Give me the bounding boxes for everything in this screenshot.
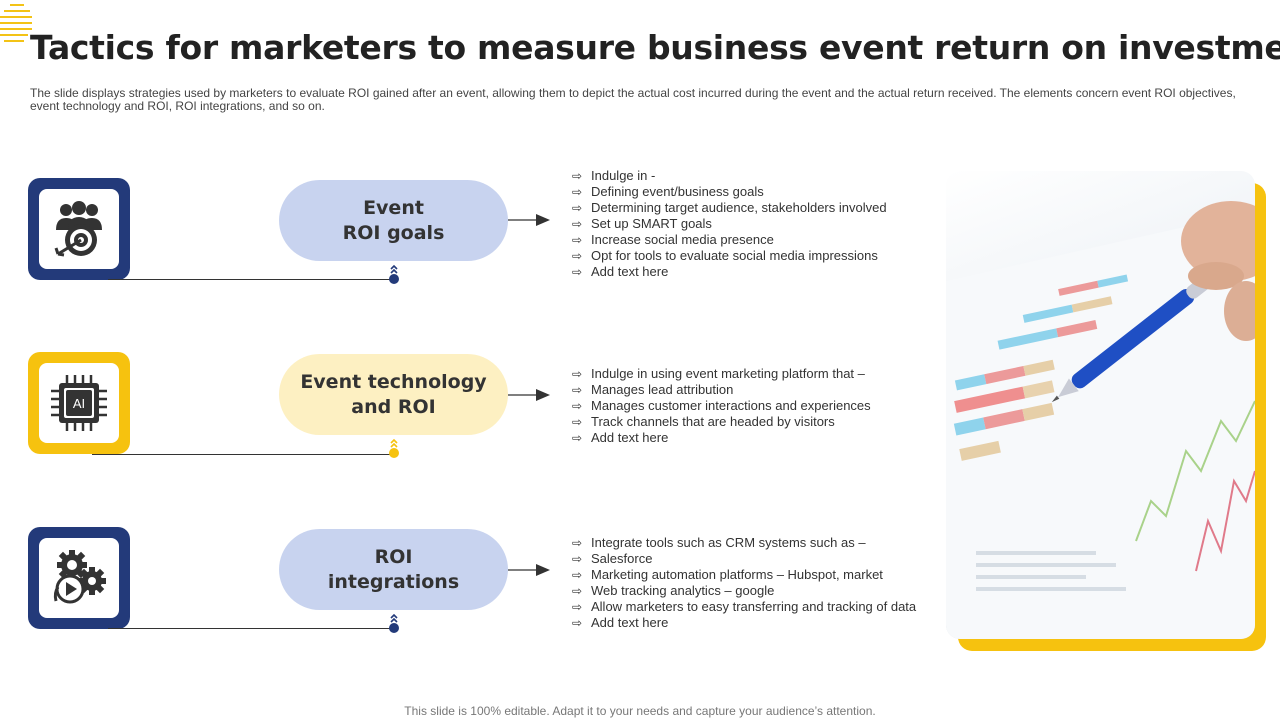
arrow-right-icon: [508, 389, 550, 401]
bullet-item: ⇨Add text here: [572, 430, 669, 445]
arrow-bullet-icon: ⇨: [572, 616, 583, 630]
bullet-item: ⇨Defining event/business goals: [572, 184, 764, 199]
arrow-bullet-icon: ⇨: [572, 265, 583, 279]
bullet-item: ⇨Marketing automation platforms – Hubspo…: [572, 567, 883, 582]
icon-box-event-technology: AI: [28, 352, 130, 454]
bullet-item: ⇨Integrate tools such as CRM systems suc…: [572, 535, 866, 550]
bullet-list-event-roi-goals: ⇨Indulge in - ⇨Defining event/business g…: [572, 168, 887, 280]
target-audience-icon: [54, 201, 102, 257]
arrow-right-icon: [508, 214, 550, 226]
connector-line: [108, 628, 395, 629]
pill-line: ROI: [374, 545, 413, 568]
bullet-item: ⇨Manages lead attribution: [572, 382, 734, 397]
chevron-up-icon: [390, 613, 398, 623]
arrow-right-icon: [508, 564, 550, 576]
gears-play-icon: [53, 550, 106, 604]
bullet-item: ⇨Add text here: [572, 264, 669, 279]
bullet-item: ⇨Indulge in using event marketing platfo…: [572, 366, 865, 381]
arrow-bullet-icon: ⇨: [572, 169, 583, 183]
bullet-item: ⇨Opt for tools to evaluate social media …: [572, 248, 878, 263]
arrow-bullet-icon: ⇨: [572, 249, 583, 263]
connector-line: [92, 454, 395, 455]
pill-line: and ROI: [351, 395, 436, 418]
report-illustration: [946, 201, 1255, 639]
pill-line: Event technology: [300, 370, 487, 393]
bullet-item: ⇨Increase social media presence: [572, 232, 774, 247]
pill-line: Event: [363, 196, 424, 219]
decorative-stripes: [0, 0, 34, 48]
ai-chip-icon: AI: [51, 375, 107, 431]
arrow-bullet-icon: ⇨: [572, 233, 583, 247]
arrow-bullet-icon: ⇨: [572, 415, 583, 429]
icon-box-roi-integrations: [28, 527, 130, 629]
page-subtitle: The slide displays strategies used by ma…: [30, 86, 1236, 113]
arrow-bullet-icon: ⇨: [572, 399, 583, 413]
bullet-item: ⇨Track channels that are headed by visit…: [572, 414, 835, 429]
icon-box-event-roi-goals: [28, 178, 130, 280]
bullet-item: ⇨Salesforce: [572, 551, 653, 566]
arrow-bullet-icon: ⇨: [572, 201, 583, 215]
ai-chip-label: AI: [73, 396, 85, 411]
connector-dot: [389, 623, 399, 633]
connector-dot: [389, 448, 399, 458]
bullet-list-event-technology: ⇨Indulge in using event marketing platfo…: [572, 366, 871, 446]
business-report-photo: [946, 171, 1255, 639]
bullet-item: ⇨Indulge in -: [572, 168, 656, 183]
arrow-bullet-icon: ⇨: [572, 536, 583, 550]
arrow-bullet-icon: ⇨: [572, 584, 583, 598]
connector-dot: [389, 274, 399, 284]
arrow-bullet-icon: ⇨: [572, 600, 583, 614]
footer-note: This slide is 100% editable. Adapt it to…: [404, 704, 876, 718]
bullet-item: ⇨Set up SMART goals: [572, 216, 712, 231]
arrow-bullet-icon: ⇨: [572, 431, 583, 445]
bullet-item: ⇨Allow marketers to easy transferring an…: [572, 599, 917, 614]
arrow-bullet-icon: ⇨: [572, 185, 583, 199]
arrow-bullet-icon: ⇨: [572, 552, 583, 566]
arrow-bullet-icon: ⇨: [572, 568, 583, 582]
bullet-list-roi-integrations: ⇨Integrate tools such as CRM systems suc…: [572, 535, 916, 631]
arrow-bullet-icon: ⇨: [572, 383, 583, 397]
bullet-item: ⇨Web tracking analytics – google: [572, 583, 775, 598]
bullet-item: ⇨Manages customer interactions and exper…: [572, 398, 871, 413]
bullet-item: ⇨Add text here: [572, 615, 669, 630]
arrow-bullet-icon: ⇨: [572, 217, 583, 231]
arrow-bullet-icon: ⇨: [572, 367, 583, 381]
page-title: Tactics for marketers to measure busines…: [30, 28, 1280, 67]
pill-line: integrations: [327, 570, 460, 593]
chevron-up-icon: [390, 438, 398, 448]
bullet-item: ⇨Determining target audience, stakeholde…: [572, 200, 887, 215]
connector-line: [108, 279, 395, 280]
pill-line: ROI goals: [342, 221, 445, 244]
chevron-up-icon: [390, 264, 398, 274]
